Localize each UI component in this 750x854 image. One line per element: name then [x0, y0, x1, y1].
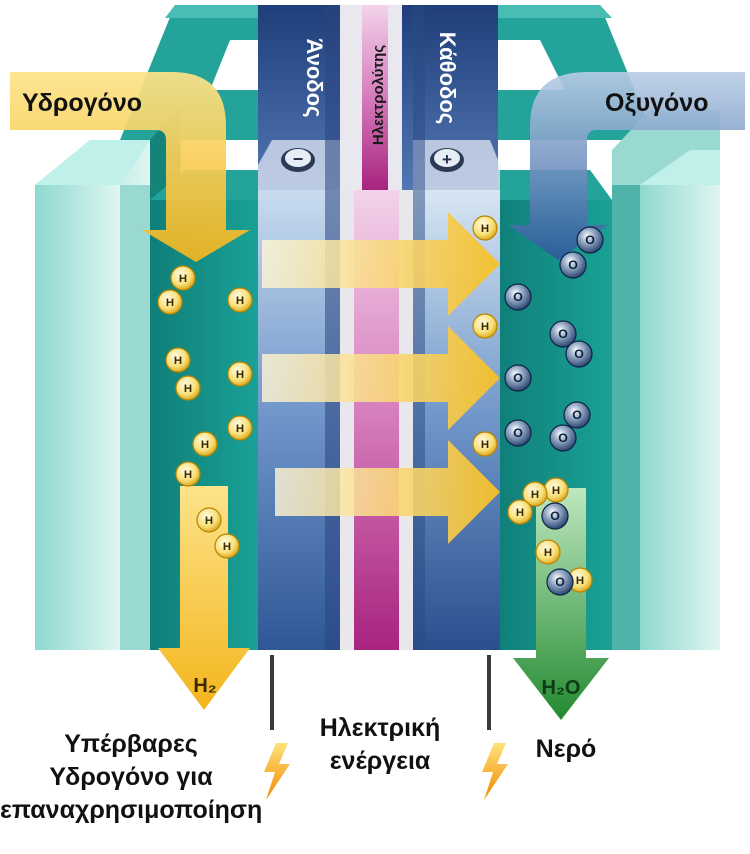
svg-text:O: O: [555, 575, 565, 589]
oxygen-atom: O: [549, 320, 577, 348]
svg-text:O: O: [513, 290, 523, 304]
svg-text:H: H: [205, 515, 213, 527]
excess-caption-line-3: επαναχρησιμοποίηση: [0, 796, 263, 824]
svg-text:H: H: [544, 547, 552, 559]
excess-hydrogen-caption: Υπέρβαρες Υδρογόνο για επαναχρησιμοποίησ…: [0, 728, 262, 827]
anode-terminal-sign: −: [293, 149, 304, 169]
hydrogen-atom: H: [170, 265, 196, 291]
hydrogen-atom: H: [227, 361, 253, 387]
anode-label: Άνοδος: [302, 39, 327, 118]
oxygen-atom: O: [546, 568, 574, 596]
hydrogen-atom: H: [165, 347, 191, 373]
hydrogen-atom: H: [157, 289, 183, 315]
svg-text:H: H: [236, 369, 244, 381]
svg-text:H: H: [516, 507, 524, 519]
electric-energy-caption: Ηλεκτρική ενέργεια: [300, 712, 460, 778]
hydrogen-atom: H: [227, 415, 253, 441]
right-plate: [612, 110, 720, 650]
hydrogen-inlet-label: Υδρογόνο: [22, 89, 142, 117]
svg-text:O: O: [513, 426, 523, 440]
svg-text:H: H: [552, 485, 560, 497]
lightning-bolt-right-icon: [482, 743, 508, 800]
hydrogen-atom: H: [175, 375, 201, 401]
electrolyte-label: Ηλεκτρολύτης: [370, 45, 387, 145]
oxygen-inlet-arrow: [508, 72, 745, 260]
terminals: [281, 148, 464, 172]
oxygen-atom: O: [563, 401, 591, 429]
electric-caption-line-2: ενέργεια: [329, 747, 431, 775]
oxygen-atom: O: [565, 340, 593, 368]
svg-text:O: O: [585, 233, 595, 247]
svg-text:O: O: [550, 509, 560, 523]
svg-text:H: H: [481, 321, 489, 333]
oxygen-atom: O: [504, 419, 532, 447]
svg-text:O: O: [558, 431, 568, 445]
hydrogen-atom: H: [522, 481, 548, 507]
svg-text:H: H: [179, 273, 187, 285]
hydrogen-atom: H: [567, 567, 593, 593]
hydrogen-atom: H: [196, 507, 222, 533]
oxygen-atom: O: [541, 502, 569, 530]
svg-text:H: H: [236, 423, 244, 435]
wires: [270, 655, 491, 730]
hydrogen-atom: H: [472, 431, 498, 457]
hydrogen-atom: H: [192, 431, 218, 457]
svg-text:H: H: [223, 541, 231, 553]
svg-text:H: H: [481, 439, 489, 451]
oxygen-atom: O: [576, 226, 604, 254]
hydrogen-atom: H: [535, 539, 561, 565]
excess-caption-line-1: Υπέρβαρες: [64, 730, 198, 758]
svg-text:O: O: [513, 371, 523, 385]
svg-text:H: H: [174, 355, 182, 367]
oxygen-atom: O: [549, 424, 577, 452]
hydrogen-atom: H: [543, 477, 569, 503]
proton-arrows: [262, 212, 500, 544]
hydrogen-atom: H: [214, 533, 240, 559]
cathode-label: Κάθοδος: [435, 32, 460, 124]
hydrogen-atom: H: [472, 313, 498, 339]
lightning-bolt-left-icon: [264, 743, 290, 800]
svg-text:O: O: [572, 408, 582, 422]
hydrogen-atom: H: [507, 499, 533, 525]
electric-caption-line-1: Ηλεκτρική: [319, 714, 441, 742]
svg-text:H: H: [236, 295, 244, 307]
oxygen-atom: O: [559, 251, 587, 279]
svg-text:H: H: [576, 575, 584, 587]
svg-text:H: H: [166, 297, 174, 309]
svg-text:H: H: [184, 469, 192, 481]
svg-text:H: H: [201, 439, 209, 451]
svg-text:H: H: [531, 489, 539, 501]
hydrogen-atom: H: [472, 215, 498, 241]
hydrogen-inlet-arrow: [10, 72, 250, 262]
oxygen-inlet-label: Οξυγόνο: [605, 89, 709, 117]
svg-text:O: O: [568, 258, 578, 272]
svg-text:H: H: [184, 383, 192, 395]
hydrogen-atom: H: [227, 287, 253, 313]
oxygen-atom: O: [504, 364, 532, 392]
h2o-arrow-label: H₂O: [542, 677, 581, 699]
hydrogen-atom: H: [175, 461, 201, 487]
svg-text:O: O: [558, 327, 568, 341]
left-plate: [35, 105, 185, 650]
svg-text:O: O: [574, 347, 584, 361]
excess-caption-line-2: Υδρογόνο για: [49, 763, 213, 791]
h2-arrow-label: H₂: [193, 675, 216, 697]
svg-text:H: H: [481, 223, 489, 235]
oxygen-atom: O: [504, 283, 532, 311]
water-caption: Νερό: [535, 735, 597, 763]
cathode-terminal-sign: +: [442, 150, 452, 169]
